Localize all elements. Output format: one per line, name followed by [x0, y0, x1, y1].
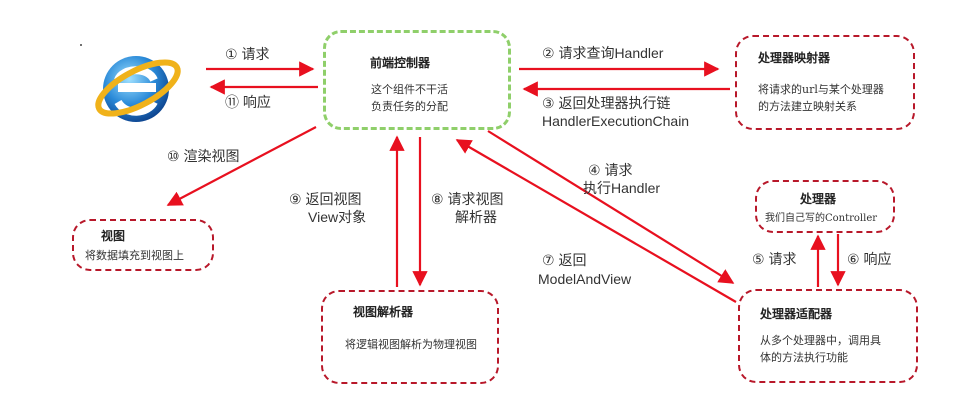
- step-7-label-line2: ModelAndView: [538, 271, 632, 287]
- arrow-execute-handler: [487, 130, 735, 284]
- handler-adapter-desc-line1: 从多个处理器中，调用具: [760, 334, 881, 347]
- step-9-label-line2: View对象: [308, 209, 367, 225]
- view-resolver-desc: 将逻辑视图解析为物理视图: [345, 338, 477, 351]
- step-9-label-line1: ⑨ 返回视图: [289, 191, 362, 207]
- view-resolver-box: 视图解析器 将逻辑视图解析为物理视图: [321, 290, 499, 384]
- step-7-label-line1: ⑦ 返回: [542, 252, 587, 268]
- view-box: 视图 将数据填充到视图上: [72, 219, 214, 271]
- handler-mapping-desc-line2: 的方法建立映射关系: [758, 100, 857, 113]
- arrow-return-model-and-view: [455, 139, 737, 303]
- view-desc: 将数据填充到视图上: [85, 249, 184, 262]
- step-3-label-line2: HandlerExecutionChain: [542, 113, 690, 129]
- front-controller-desc-line1: 这个组件不干活: [371, 83, 448, 96]
- handler-title: 处理器: [800, 192, 837, 206]
- handler-adapter-box: 处理器适配器 从多个处理器中，调用具 体的方法执行功能: [738, 289, 918, 383]
- front-controller-title: 前端控制器: [370, 56, 431, 70]
- handler-mapping-title: 处理器映射器: [758, 51, 831, 65]
- step-4-label-line2: 执行Handler: [583, 180, 661, 196]
- step-8-label-line1: ⑧ 请求视图: [431, 191, 504, 207]
- arrow-render-view: [166, 126, 317, 206]
- handler-desc: 我们自己写的Controller: [765, 213, 878, 224]
- internet-explorer-logo-icon: [95, 56, 181, 122]
- handler-mapping-box: 处理器映射器 将请求的url与某个处理器 的方法建立映射关系: [735, 35, 915, 130]
- step-3-label-line1: ③ 返回处理器执行链: [542, 95, 671, 111]
- handler-mapping-desc-line1: 将请求的url与某个处理器: [758, 83, 884, 96]
- handler-adapter-title: 处理器适配器: [760, 307, 833, 321]
- step-8-label-line2: 解析器: [455, 209, 497, 225]
- front-controller-desc-line2: 负责任务的分配: [371, 100, 448, 113]
- handler-box: 处理器 我们自己写的Controller: [755, 180, 895, 233]
- step-5-label: ⑤ 请求: [752, 251, 797, 267]
- handler-adapter-desc-line2: 体的方法执行功能: [760, 351, 848, 364]
- view-resolver-title: 视图解析器: [353, 305, 414, 319]
- view-title: 视图: [101, 229, 126, 243]
- step-11-label: ⑪ 响应: [225, 94, 271, 110]
- front-controller-box: 前端控制器 这个组件不干活 负责任务的分配: [323, 30, 511, 130]
- dot-mark: [80, 44, 82, 46]
- step-4-label-line1: ④ 请求: [588, 162, 633, 178]
- step-1-label: ① 请求: [225, 46, 270, 62]
- step-2-label: ② 请求查询Handler: [542, 45, 664, 61]
- step-6-label: ⑥ 响应: [847, 251, 892, 267]
- step-10-label: ⑩ 渲染视图: [167, 148, 240, 164]
